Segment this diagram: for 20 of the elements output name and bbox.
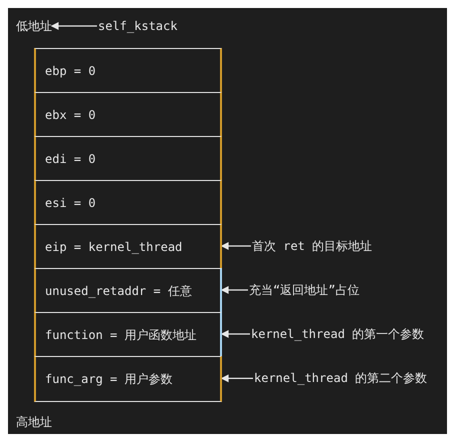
stack-slot: function = 用户函数地址 [34, 312, 222, 356]
arrow [51, 22, 97, 30]
arrow [221, 374, 253, 382]
stack-slot: unused_retaddr = 任意 [34, 268, 222, 312]
stack-slot: eip = kernel_thread [34, 224, 222, 268]
annotation-text: 充当“返回地址”占位 [249, 282, 360, 298]
stack-slot: ebx = 0 [34, 92, 222, 136]
annotation-text: kernel_thread 的第二个参数 [254, 370, 428, 386]
stack-slot: ebp = 0 [34, 48, 222, 92]
annotation-text: 首次 ret 的目标地址 [252, 238, 372, 254]
stack-slot: edi = 0 [34, 136, 222, 180]
address-label: 高地址 [16, 414, 52, 430]
stack-slot: esi = 0 [34, 180, 222, 224]
pointer-label: self_kstack [98, 18, 178, 34]
arrow [221, 330, 250, 338]
annotation-text: kernel_thread 的第一个参数 [251, 326, 424, 342]
address-label: 低地址 [16, 18, 52, 34]
arrow [221, 242, 251, 250]
arrow [221, 286, 248, 294]
stack-slot: func_arg = 用户参数 [34, 356, 222, 402]
